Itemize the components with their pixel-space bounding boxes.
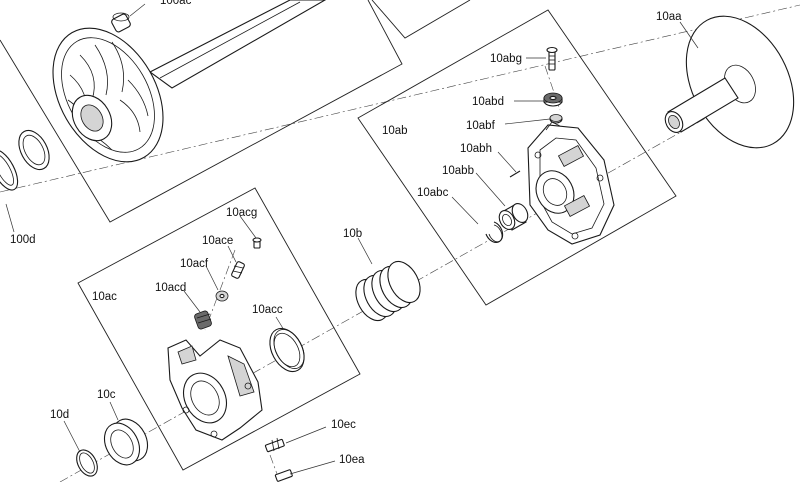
ring-10acc-part [269,327,305,373]
bushing-10abf-part [549,114,563,124]
group-box-upper-right [371,0,471,39]
ring-10d-part [76,449,98,477]
pin-10abh-part [509,170,521,178]
bolt-10abg-part [546,46,558,71]
label-10ac: 10ac [92,291,117,303]
group-box-10ab[interactable] [357,9,677,306]
label-10d: 10d [50,409,69,421]
label-10abg: 10abg [490,53,522,65]
label-10abf: 10abf [466,120,496,132]
label-10acf: 10acf [180,258,209,270]
label-10ea: 10ea [339,454,365,466]
leader-lines [5,3,699,475]
fixed-sheave-10aa-part [664,15,795,149]
label-10c: 10c [97,389,116,401]
label-10ec: 10ec [331,419,356,431]
spring-pin-10ace-part [231,261,245,279]
part-10ea [274,469,293,482]
callout-labels: 100ac 100d 10aa 10ab 10abg 10abd 10abf 1… [10,0,682,466]
ring-100d-part [0,129,50,191]
label-10acc: 10acc [252,304,283,316]
label-10acg: 10acg [226,207,257,219]
label-10ab: 10ab [382,125,408,137]
washer-10abd-part [543,92,563,107]
roller-10acd-part [194,310,212,330]
label-10abb: 10abb [442,165,474,177]
label-100ac: 100ac [160,0,192,7]
sleeve-10abb-part [498,203,529,231]
label-100d: 100d [10,234,36,246]
group-box-driven-pulley [0,0,403,223]
spring-10b-part [355,260,421,322]
label-10aa: 10aa [656,11,682,23]
group-box-10ac[interactable] [77,187,361,471]
ring-10acf-part [215,290,229,302]
label-10ace: 10ace [202,235,233,247]
label-10acd: 10acd [155,282,186,294]
bearing-10c-part [103,418,149,466]
screw-10acg-part [252,237,262,249]
label-10abc: 10abc [417,187,449,199]
bolt-10ec-part [264,437,285,453]
cam-housing-10ac-part [167,339,263,441]
label-10b: 10b [343,228,362,240]
sliding-sheave-part [52,0,327,163]
label-10abd: 10abd [472,96,504,108]
circlip-10abc-part [485,221,504,243]
spider-housing-10ab-part [527,121,615,245]
label-10abh: 10abh [460,143,492,155]
